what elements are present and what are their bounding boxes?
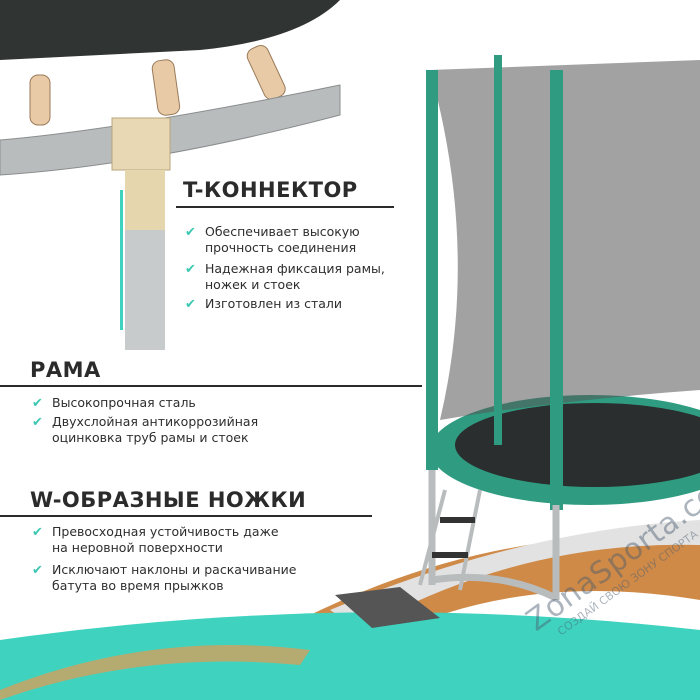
check-icon: ✔	[185, 262, 196, 277]
leg-tube	[125, 230, 165, 350]
floor-mat	[335, 587, 440, 628]
springs	[29, 45, 286, 126]
orange-left	[0, 645, 310, 700]
section-title-frame: РАМА	[30, 358, 101, 382]
check-icon: ✔	[32, 415, 43, 430]
section-title-t-connector: T-КОННЕКТОР	[183, 178, 358, 202]
bullet-item: Высокопрочная сталь	[52, 395, 196, 410]
t-connector	[111, 117, 171, 171]
gray-floor	[330, 520, 700, 630]
connector-sleeve	[125, 170, 165, 230]
mat	[0, 0, 340, 60]
accent-line	[120, 190, 123, 330]
divider	[0, 385, 422, 387]
safety-net	[430, 60, 700, 420]
section-title-w-legs: W-ОБРАЗНЫЕ НОЖКИ	[30, 488, 307, 512]
check-icon: ✔	[185, 225, 196, 240]
divider	[0, 515, 372, 517]
check-icon: ✔	[32, 563, 43, 578]
poles	[426, 55, 563, 510]
divider	[176, 206, 394, 208]
check-icon: ✔	[185, 297, 196, 312]
check-icon: ✔	[32, 525, 43, 540]
ladder	[418, 489, 482, 591]
legs	[428, 470, 560, 602]
bullet-item: Надежная фиксация рамы,ножек и стоек	[205, 261, 385, 292]
bullet-item: Изготовлен из стали	[205, 296, 343, 311]
check-icon: ✔	[32, 396, 43, 411]
trampoline-mat	[455, 403, 700, 487]
teal-wave	[0, 612, 700, 700]
